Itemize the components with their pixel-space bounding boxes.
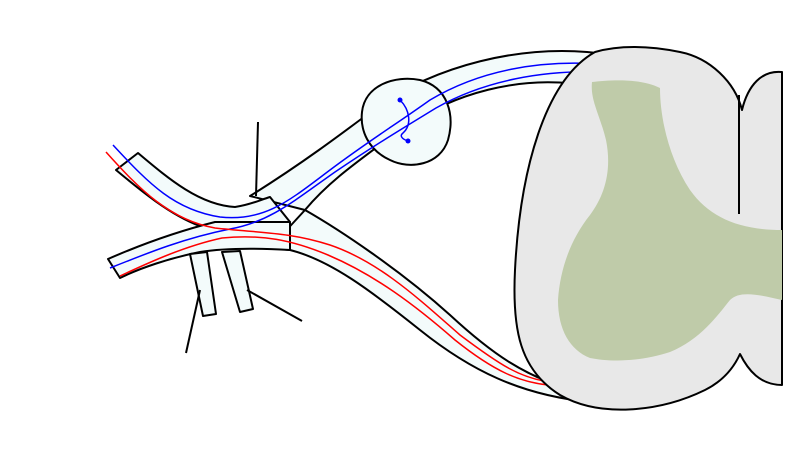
nerve-bundle [105,50,613,403]
sensory-fiber-inner [109,71,601,269]
motor-fiber-inner [119,236,549,386]
dorsal-root-ganglion [360,77,452,166]
sensory-cell-body [397,97,403,103]
gray-matter [558,80,782,361]
ventral-ramus [107,221,291,279]
spinal-cord [513,46,783,411]
leader-lines [185,121,303,354]
sensory-fiber [112,62,601,219]
sensory-fiber-cell [399,99,410,142]
sensory-cell-body-2 [405,138,411,144]
leader-line-white-ramus [246,289,303,322]
leader-line-grey-ramus [185,289,201,354]
motor-fiber [105,151,551,383]
ramus-communicans-white [221,250,254,313]
leader-line-spinal-nerve [255,121,259,197]
ramus-communicans-grey [189,251,217,317]
